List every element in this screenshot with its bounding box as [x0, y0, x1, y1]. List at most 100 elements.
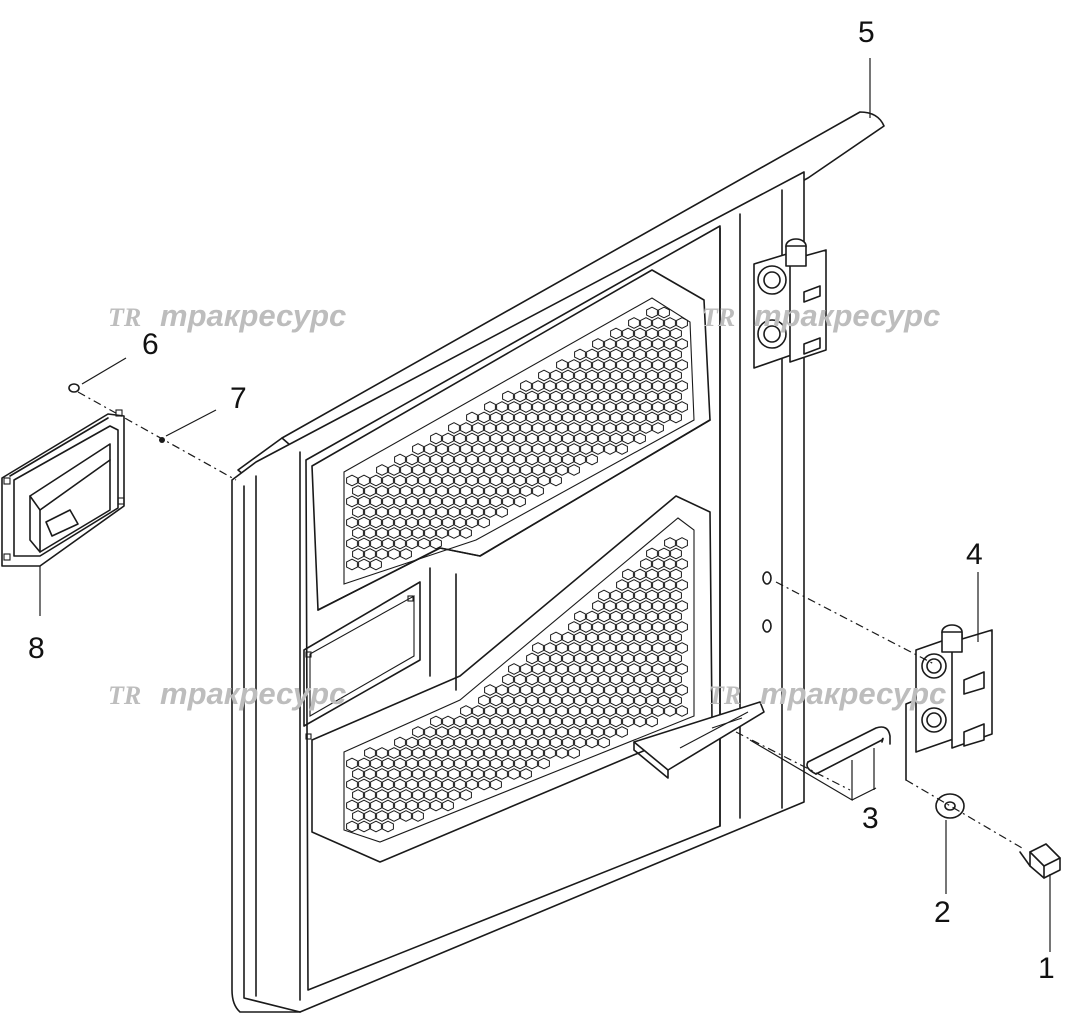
mesh-cell: [538, 411, 550, 424]
mesh-cell: [676, 600, 688, 612]
mesh-cell: [658, 547, 670, 560]
mesh-cell: [406, 537, 418, 550]
mesh-cell: [622, 327, 634, 340]
mesh-cell: [544, 464, 556, 476]
mesh-cell: [406, 495, 418, 508]
mesh-cell: [562, 736, 574, 749]
mesh-cell: [364, 485, 376, 497]
mesh-cell: [448, 768, 460, 780]
mesh-cell: [394, 495, 406, 508]
mesh-cell: [634, 694, 646, 707]
mesh-cell: [586, 631, 598, 644]
mesh-cell: [568, 642, 580, 654]
mesh-cell: [652, 684, 664, 696]
mesh-cell: [628, 579, 640, 591]
mounting-box: [1, 409, 125, 567]
mesh-cell: [514, 495, 526, 508]
mesh-cell: [664, 663, 676, 675]
mesh-cell: [574, 715, 586, 728]
mesh-cell: [574, 631, 586, 644]
mesh-cell: [532, 747, 544, 759]
mesh-cell: [394, 453, 406, 466]
mesh-cell: [460, 464, 472, 476]
mesh-cell: [478, 411, 490, 424]
mesh-cell: [676, 621, 688, 633]
mesh-cell: [568, 684, 580, 696]
mesh-cell: [622, 411, 634, 424]
mesh-cell: [574, 736, 586, 749]
mesh-cell: [658, 610, 670, 623]
mesh-cell: [544, 401, 556, 413]
mesh-cell: [544, 380, 556, 392]
mesh-cell: [520, 401, 532, 413]
mesh-cell: [514, 390, 526, 403]
mesh-cell: [670, 610, 682, 623]
mesh-cell: [520, 726, 532, 738]
mesh-cell: [412, 464, 424, 476]
mesh-cell: [376, 768, 388, 780]
mesh-cell: [478, 778, 490, 791]
mesh-cell: [424, 789, 436, 801]
mesh-cell: [478, 736, 490, 749]
mesh-cell: [562, 432, 574, 445]
mesh-cell: [388, 747, 400, 759]
mesh-cell: [388, 527, 400, 539]
mesh-cell: [352, 506, 364, 518]
mesh-cell: [568, 443, 580, 455]
mesh-cell: [586, 411, 598, 424]
mesh-cell: [622, 673, 634, 686]
mesh-cell: [580, 642, 592, 654]
mesh-cell: [490, 715, 502, 728]
mesh-cell: [592, 380, 604, 392]
mesh-cell: [532, 380, 544, 392]
mesh-cell: [664, 537, 676, 549]
watermark-logo: TR: [702, 303, 735, 332]
mesh-cell: [556, 359, 568, 371]
mesh-cell: [628, 317, 640, 329]
mesh-cell: [346, 516, 358, 529]
mesh-cell: [586, 736, 598, 749]
mesh-cell: [514, 757, 526, 770]
mesh-cell: [550, 673, 562, 686]
mesh-cell: [646, 673, 658, 686]
mesh-cell: [502, 390, 514, 403]
mesh-cell: [658, 327, 670, 340]
mesh-cell: [406, 474, 418, 487]
mesh-cell: [676, 380, 688, 392]
mesh-cell: [580, 359, 592, 371]
mesh-cell: [640, 579, 652, 591]
mesh-cell: [580, 621, 592, 633]
mesh-cell: [376, 485, 388, 497]
mesh-cell: [670, 589, 682, 602]
mesh-cell: [634, 589, 646, 602]
mesh-cell: [472, 443, 484, 455]
mesh-cell: [550, 453, 562, 466]
mesh-cell: [664, 558, 676, 570]
mesh-cell: [568, 663, 580, 675]
mesh-cell: [592, 684, 604, 696]
mesh-cell: [490, 453, 502, 466]
mesh-cell: [652, 621, 664, 633]
mesh-cell: [598, 369, 610, 382]
mesh-cell: [652, 359, 664, 371]
mesh-cell: [520, 684, 532, 696]
mesh-cell: [382, 516, 394, 529]
mesh-cell: [616, 726, 628, 738]
mesh-cell: [448, 422, 460, 434]
mesh-cell: [448, 726, 460, 738]
mesh-cell: [604, 663, 616, 675]
mesh-cell: [568, 726, 580, 738]
mesh-cell: [616, 705, 628, 717]
mesh-cell: [358, 778, 370, 791]
mesh-cell: [382, 495, 394, 508]
mesh-cell: [424, 747, 436, 759]
mesh-cell: [634, 327, 646, 340]
mesh-cell: [418, 537, 430, 550]
mesh-cell: [598, 610, 610, 623]
mesh-cell: [508, 663, 520, 675]
mesh-cell: [652, 380, 664, 392]
mesh-cell: [454, 474, 466, 487]
mesh-cell: [484, 443, 496, 455]
mesh-cell: [370, 558, 382, 571]
mesh-cell: [652, 705, 664, 717]
